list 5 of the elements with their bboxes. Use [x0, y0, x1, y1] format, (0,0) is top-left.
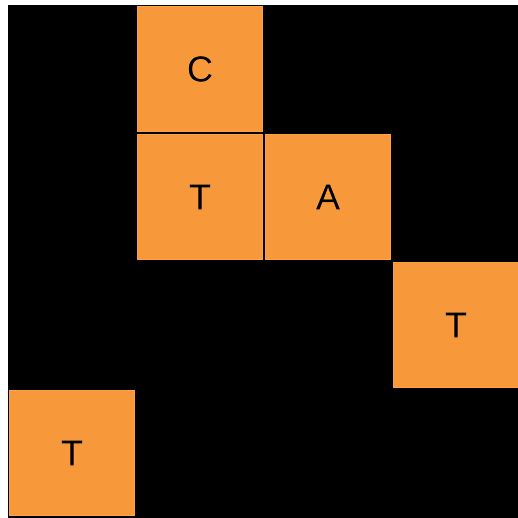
- letter-cell: T: [392, 261, 518, 389]
- letter-cell: A: [264, 133, 392, 261]
- letter-cell: T: [136, 133, 264, 261]
- letter-cell: C: [136, 5, 264, 133]
- letter-cell: T: [8, 389, 136, 517]
